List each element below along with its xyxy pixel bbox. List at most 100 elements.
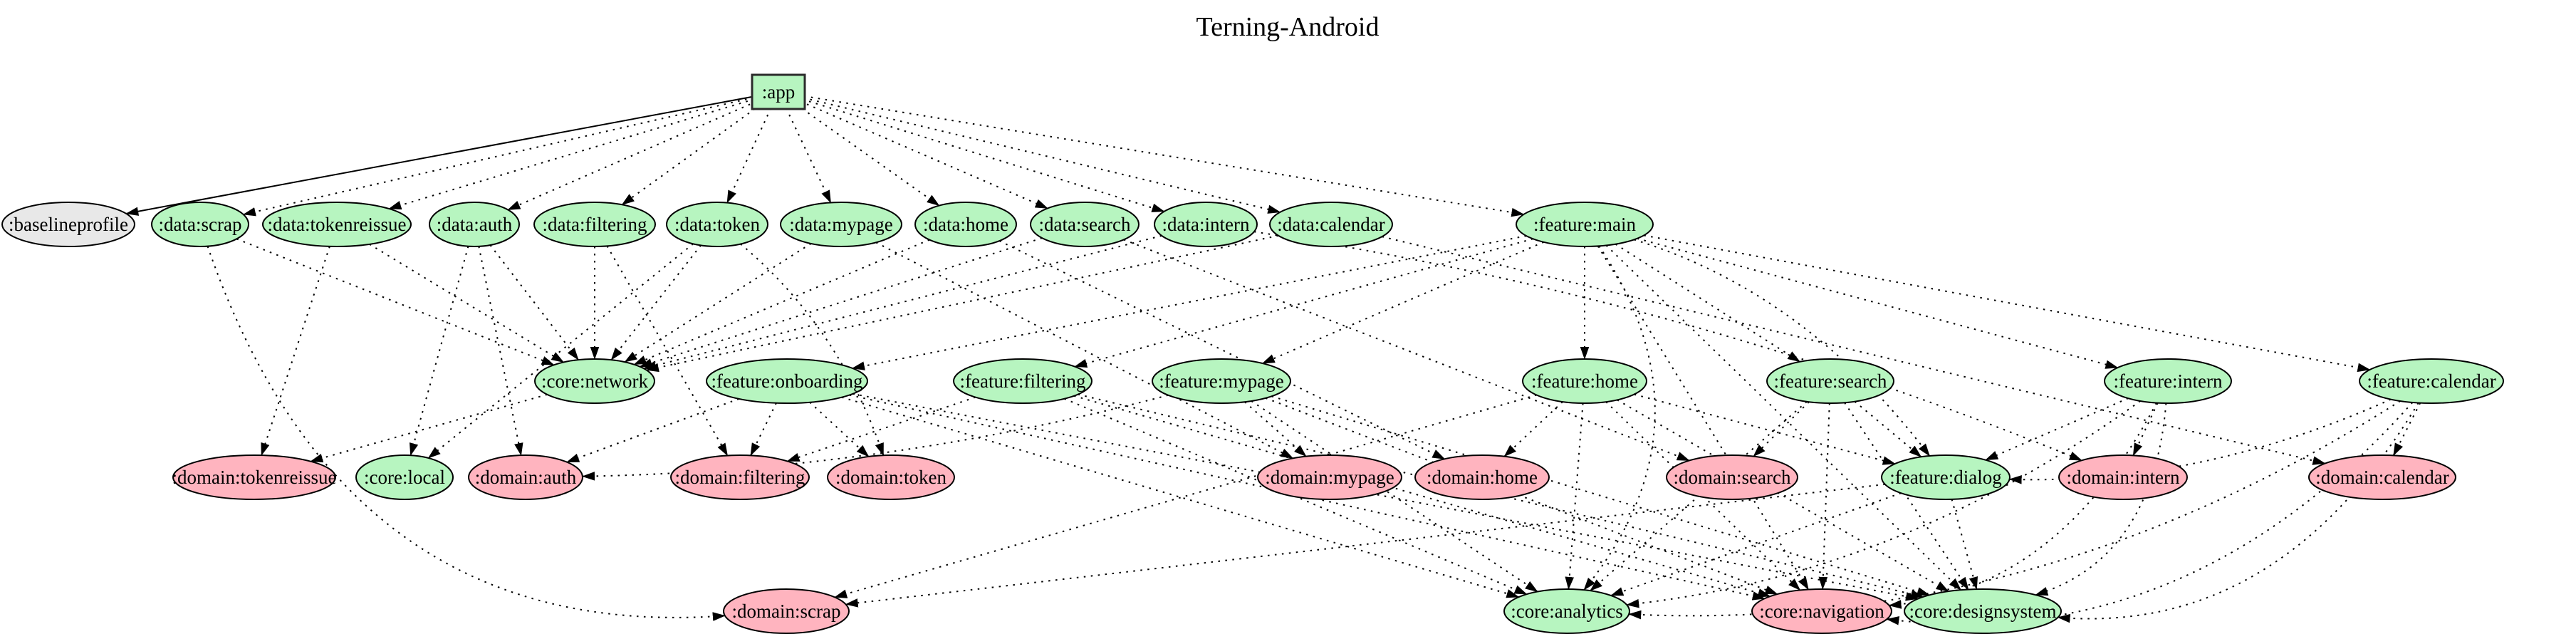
node-feature-intern: :feature:intern (2104, 358, 2232, 404)
edge-feature-main--feature-dialog (1634, 239, 1931, 457)
edge-feature-dialog--core-designsystem (1951, 499, 1978, 590)
edge-feature-mypage--domain-auth (582, 394, 1169, 481)
edge-feature-main--feature-calendar (1644, 234, 2371, 373)
module-shape (1904, 588, 2062, 634)
module-shape (1503, 588, 1630, 634)
module-shape (1269, 202, 1393, 247)
edge-data-home--domain-home (998, 240, 1446, 460)
edge-feature-main--core-designsystem (1605, 244, 1962, 591)
edge-feature-main--feature-intern (1637, 237, 2119, 369)
node-domain-calendar: :domain:calendar (2308, 454, 2456, 500)
node-data-intern: :data:intern (1154, 202, 1258, 247)
node-domain-filtering: :domain:filtering (670, 454, 810, 500)
edge-feature-calendar--domain-calendar (2392, 402, 2421, 457)
module-shape (172, 454, 336, 500)
edge-feature-onboarding--core-designsystem (852, 393, 1919, 601)
module-shape (723, 588, 850, 634)
edge-feature-home--core-navigation (1605, 401, 1801, 591)
edge-data-calendar--domain-calendar (1382, 236, 2326, 465)
node-feature-filtering: :feature:filtering (953, 358, 1093, 404)
edge-feature-dialog--core-analytics (1610, 492, 1902, 596)
module-shape (2058, 454, 2188, 500)
edge-feature-intern--core-navigation (1888, 402, 2157, 609)
module-shape (262, 202, 412, 247)
edge-feature-onboarding--domain-token (809, 401, 870, 457)
edge-data-tokenreissue--domain-tokenreissue (261, 246, 330, 456)
edge-feature-intern--core-designsystem (2035, 402, 2167, 596)
edge-feature-calendar--feature-dialog (2008, 398, 2392, 484)
edge-feature-intern--domain-intern (2132, 402, 2159, 457)
node-feature-onboarding: :feature:onboarding (706, 358, 868, 404)
module-shape (914, 202, 1017, 247)
module-shape (429, 202, 520, 247)
edge-feature-main--feature-onboarding (852, 235, 1527, 370)
module-shape (2359, 358, 2504, 404)
node-feature-calendar: :feature:calendar (2359, 358, 2504, 404)
node-baselineprofile: :baselineprofile (1, 202, 135, 247)
edge-feature-main--core-analytics (1583, 245, 1656, 591)
edge-data-filtering--domain-filtering (606, 245, 729, 457)
edge-app--data-auth (507, 100, 757, 211)
edge-data-search--domain-search (1123, 239, 1690, 462)
edges-layer (125, 95, 2421, 625)
module-shape (151, 202, 249, 247)
edge-feature-dialog--domain-scrap (845, 483, 1885, 608)
node-data-filtering: :data:filtering (533, 202, 656, 247)
module-shape (1522, 358, 1647, 404)
edge-app--data-intern (802, 98, 1165, 212)
module-shape (533, 202, 656, 247)
edge-data-calendar--core-network (645, 234, 1279, 373)
module-shape (1666, 454, 1798, 500)
node-domain-intern: :domain:intern (2058, 454, 2188, 500)
module-shape (666, 202, 768, 247)
edge-feature-main--feature-search (1615, 243, 1801, 363)
edge-feature-search--core-navigation (1818, 402, 1830, 590)
module-shape (2104, 358, 2232, 404)
graph-title: Terning-Android (1196, 12, 1380, 42)
node-feature-main: :feature:main (1516, 202, 1654, 247)
module-shape (2308, 454, 2456, 500)
edge-data-token--core-network (610, 244, 702, 360)
edge-feature-home--core-analytics (1565, 402, 1584, 590)
node-core-local: :core:local (355, 454, 454, 500)
node-domain-scrap: :domain:scrap (723, 588, 850, 634)
module-shape (1516, 202, 1654, 247)
edge-core-network--domain-tokenreissue (310, 393, 548, 463)
edge-data-auth--core-network (489, 244, 579, 360)
nodes-layer: :app:baselineprofile:data:scrap:data:tok… (1, 73, 2504, 634)
edge-data-scrap--core-network (236, 238, 555, 366)
node-domain-token: :domain:token (827, 454, 955, 500)
edge-data-mypage--core-network (624, 243, 812, 363)
edge-feature-home--domain-scrap (834, 394, 1537, 598)
module-shape (1152, 358, 1291, 404)
node-feature-search: :feature:search (1766, 358, 1894, 404)
module-shape (1881, 454, 2011, 500)
node-app: :app (751, 73, 806, 110)
module-shape (670, 454, 810, 500)
module-shape (1, 202, 135, 247)
node-domain-search: :domain:search (1666, 454, 1798, 500)
edge-feature-onboarding--core-navigation (849, 394, 1766, 601)
edge-data-auth--core-local (409, 246, 469, 457)
module-shape (953, 358, 1093, 404)
edge-data-mypage--domain-mypage (875, 241, 1294, 459)
node-data-mypage: :data:mypage (780, 202, 902, 247)
module-shape (706, 358, 868, 404)
node-data-token: :data:token (666, 202, 768, 247)
module-shape (780, 202, 902, 247)
edge-feature-intern--core-analytics (1626, 400, 2141, 608)
edge-feature-calendar--core-navigation (1886, 402, 2414, 625)
edge-feature-mypage--core-designsystem (1271, 395, 1930, 596)
edge-feature-search--core-designsystem (1844, 402, 1969, 591)
edge-feature-calendar--core-designsystem (2057, 402, 2419, 623)
edge-app--baselineprofile (125, 95, 753, 216)
edge-feature-filtering--core-navigation (1073, 395, 1771, 598)
edge-feature-onboarding--domain-filtering (750, 402, 777, 457)
edge-app--feature-main (803, 95, 1525, 217)
node-data-home: :data:home (914, 202, 1017, 247)
edge-feature-main--core-navigation (1597, 245, 1810, 591)
edge-feature-mypage--domain-mypage (1244, 401, 1307, 457)
edge-app--data-search (800, 100, 1048, 209)
node-data-tokenreissue: :data:tokenreissue (262, 202, 412, 247)
